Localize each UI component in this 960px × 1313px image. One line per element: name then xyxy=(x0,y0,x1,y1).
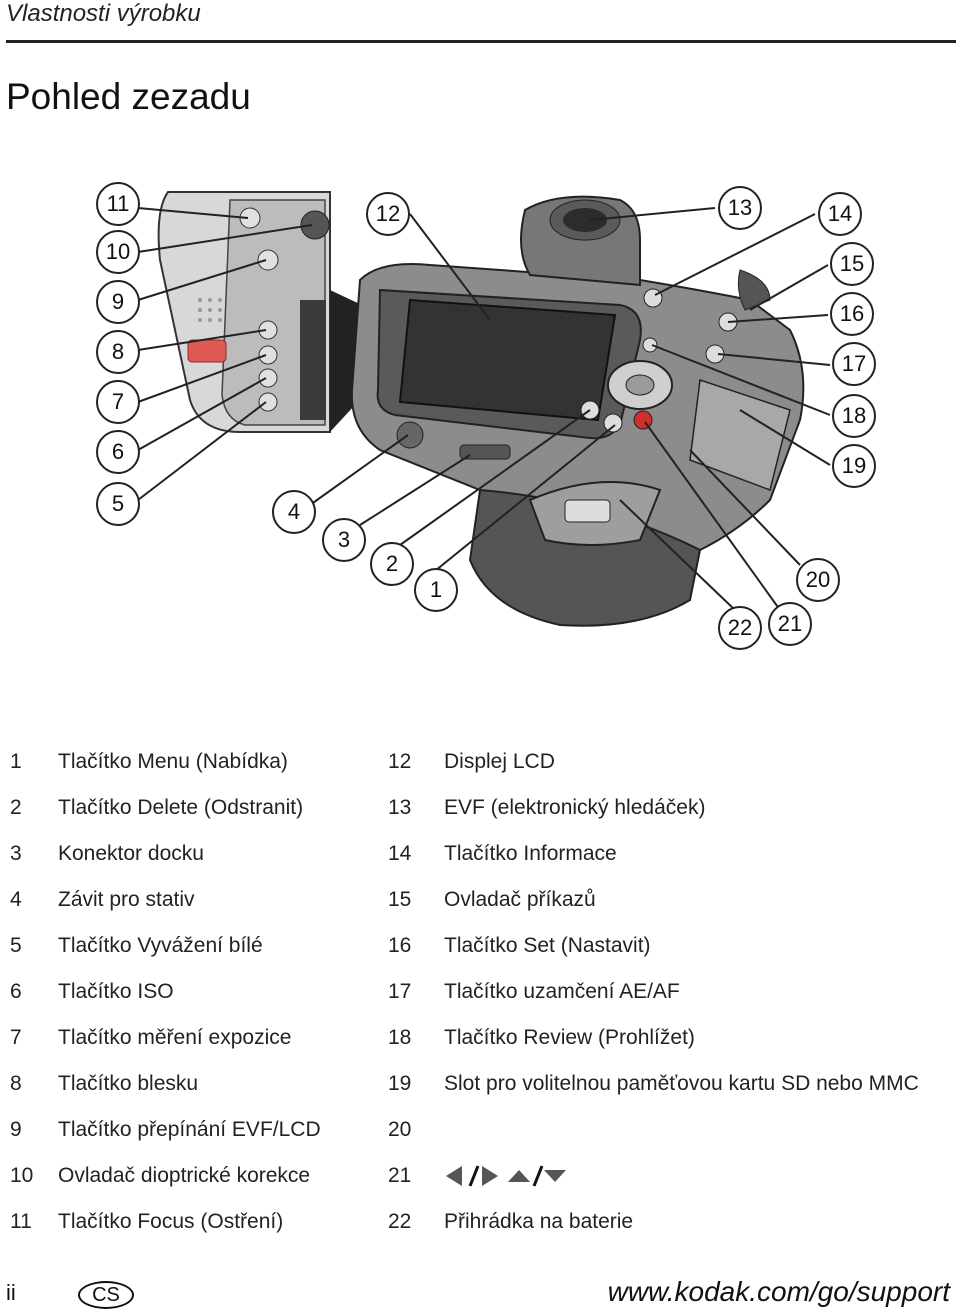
legend-num: 20 xyxy=(388,1118,412,1141)
legend-num: 16 xyxy=(388,934,412,957)
callout-1: 1 xyxy=(414,568,458,612)
legend-text: Tlačítko uzamčení AE/AF xyxy=(444,980,680,1003)
callout-9: 9 xyxy=(96,280,140,324)
legend-text: EVF (elektronický hledáček) xyxy=(444,796,706,819)
legend-text: Závit pro stativ xyxy=(58,888,195,911)
callout-20: 20 xyxy=(796,558,840,602)
callout-5: 5 xyxy=(96,482,140,526)
legend-num: 4 xyxy=(10,888,22,911)
legend-text: Tlačítko Set (Nastavit) xyxy=(444,934,651,957)
callout-14: 14 xyxy=(818,192,862,236)
legend-num: 13 xyxy=(388,796,412,819)
callout-16: 16 xyxy=(830,292,874,336)
legend-num: 11 xyxy=(10,1210,32,1233)
callout-22: 22 xyxy=(718,606,762,650)
up-down-arrows-icon xyxy=(507,1165,566,1188)
camera-rear-view-figure: 11 10 9 8 7 6 5 12 13 14 15 16 17 18 19 … xyxy=(0,170,960,690)
callout-3: 3 xyxy=(322,518,366,562)
legend-num: 18 xyxy=(388,1026,412,1049)
legend-num: 14 xyxy=(388,842,412,865)
legend-text: Tlačítko Menu (Nabídka) xyxy=(58,750,288,773)
header-divider xyxy=(6,40,956,43)
support-url[interactable]: www.kodak.com/go/support xyxy=(607,1276,950,1307)
legend-text: Přihrádka na baterie xyxy=(444,1210,634,1233)
legend-text: Tlačítko Review (Prohlížet) xyxy=(444,1026,695,1049)
legend-num: 5 xyxy=(10,934,22,957)
camera-illustration xyxy=(137,191,831,627)
leader-lines xyxy=(137,207,831,611)
callout-4: 4 xyxy=(272,490,316,534)
callout-19: 19 xyxy=(832,444,876,488)
legend-text: Tlačítko přepínání EVF/LCD xyxy=(58,1118,321,1141)
camera-body xyxy=(350,195,805,627)
callout-2: 2 xyxy=(370,542,414,586)
callout-13: 13 xyxy=(718,186,762,230)
callout-15: 15 xyxy=(830,242,874,286)
callout-17: 17 xyxy=(832,342,876,386)
callout-21: 21 xyxy=(768,602,812,646)
left-right-arrows-icon xyxy=(446,1165,498,1188)
legend-text: Tlačítko blesku xyxy=(58,1072,199,1095)
legend-text xyxy=(444,1164,568,1188)
callout-6: 6 xyxy=(96,430,140,474)
callout-10: 10 xyxy=(96,230,140,274)
side-panel-inset xyxy=(157,191,331,433)
legend-num: 10 xyxy=(10,1164,34,1187)
legend-text: Ovladač příkazů xyxy=(444,888,596,911)
callout-11: 11 xyxy=(96,182,140,226)
legend-text: Tlačítko Vyvážení bílé xyxy=(58,934,263,957)
legend-num: 17 xyxy=(388,980,412,1003)
legend-num: 15 xyxy=(388,888,412,911)
legend-num: 6 xyxy=(10,980,22,1003)
legend-text: Displej LCD xyxy=(444,750,555,773)
section-header: Vlastnosti výrobku xyxy=(6,0,201,27)
legend-text: Tlačítko Delete (Odstranit) xyxy=(58,796,304,819)
language-badge: CS xyxy=(78,1281,134,1309)
callout-12: 12 xyxy=(366,192,410,236)
legend-text: Ovladač dioptrické korekce xyxy=(58,1164,311,1187)
legend-num: 1 xyxy=(10,750,22,773)
legend-num: 22 xyxy=(388,1210,412,1233)
legend-text: Tlačítko Informace xyxy=(444,842,617,865)
page-number: ii xyxy=(6,1280,16,1305)
legend-text: Tlačítko ISO xyxy=(58,980,174,1003)
legend-num: 3 xyxy=(10,842,22,865)
legend-num: 9 xyxy=(10,1118,22,1141)
legend-text: Slot pro volitelnou paměťovou kartu SD n… xyxy=(444,1072,919,1095)
legend-num: 8 xyxy=(10,1072,22,1095)
callout-18: 18 xyxy=(832,394,876,438)
legend-num: 21 xyxy=(388,1164,412,1187)
legend-num: 19 xyxy=(388,1072,412,1095)
legend-text: Tlačítko Focus (Ostření) xyxy=(58,1210,284,1233)
legend-text: Konektor docku xyxy=(58,842,204,865)
legend-num: 7 xyxy=(10,1026,22,1049)
callout-8: 8 xyxy=(96,330,140,374)
legend-text: Tlačítko měření expozice xyxy=(58,1026,292,1049)
legend-num: 2 xyxy=(10,796,22,819)
callout-7: 7 xyxy=(96,380,140,424)
page-title: Pohled zezadu xyxy=(6,76,251,117)
legend-num: 12 xyxy=(388,750,412,773)
